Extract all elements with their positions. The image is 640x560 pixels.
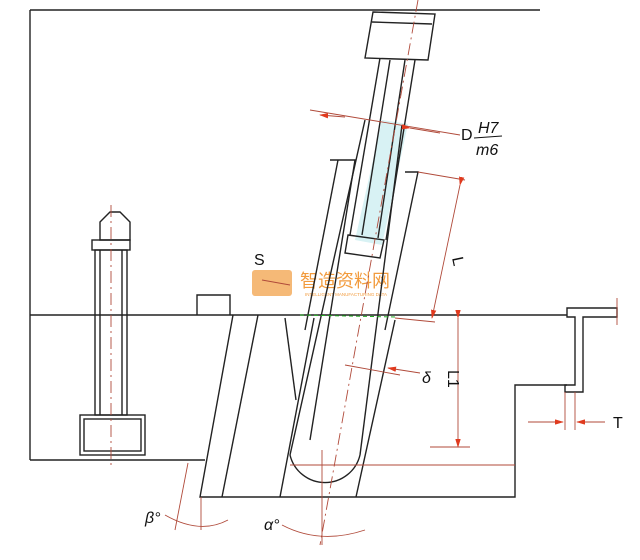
mold-plates: [29, 9, 567, 498]
svg-text:INTELLIGENT MANUFACTURING DATA: INTELLIGENT MANUFACTURING DATA: [305, 292, 387, 297]
watermark-logo: 智造资料网 INTELLIGENT MANUFACTURING DATA: [252, 270, 390, 297]
svg-text:智造资料网: 智造资料网: [300, 271, 390, 292]
label-d: D: [461, 127, 473, 144]
label-l: L: [448, 255, 466, 267]
label-l1: L1: [444, 370, 461, 388]
label-alpha: α°: [264, 517, 280, 534]
retainer-plate: [564, 298, 618, 393]
label-delta: δ: [422, 370, 432, 387]
label-fit-hole: H7: [478, 120, 500, 137]
label-fit-shaft: m6: [476, 142, 498, 159]
label-beta: β°: [144, 510, 161, 527]
dimensions: [164, 109, 605, 537]
angled-pin: [279, 0, 515, 546]
label-s: S: [254, 252, 265, 269]
label-t: T: [613, 415, 623, 432]
left-bolt: [79, 205, 146, 465]
